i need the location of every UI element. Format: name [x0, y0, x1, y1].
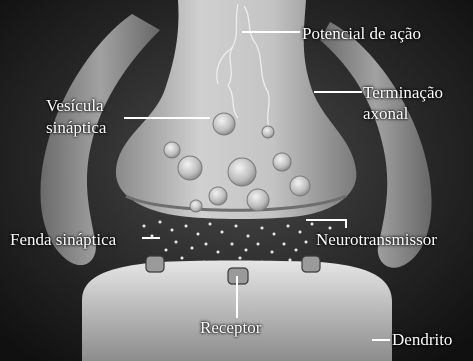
- label-terminacao-axonal-line1: Terminação: [363, 83, 443, 102]
- label-potencial-de-acao: Potencial de ação: [302, 24, 421, 43]
- label-receptor: Receptor: [200, 318, 261, 337]
- label-dendrito: Dendrito: [392, 330, 452, 349]
- label-vesicula-sinaptica-line2: sináptica: [46, 118, 106, 137]
- label-fenda-sinaptica: Fenda sináptica: [10, 230, 116, 249]
- label-neurotransmissor: Neurotransmissor: [316, 230, 437, 249]
- label-terminacao-axonal-line2: axonal: [363, 104, 408, 123]
- label-vesicula-sinaptica-line1: Vesícula: [46, 96, 104, 115]
